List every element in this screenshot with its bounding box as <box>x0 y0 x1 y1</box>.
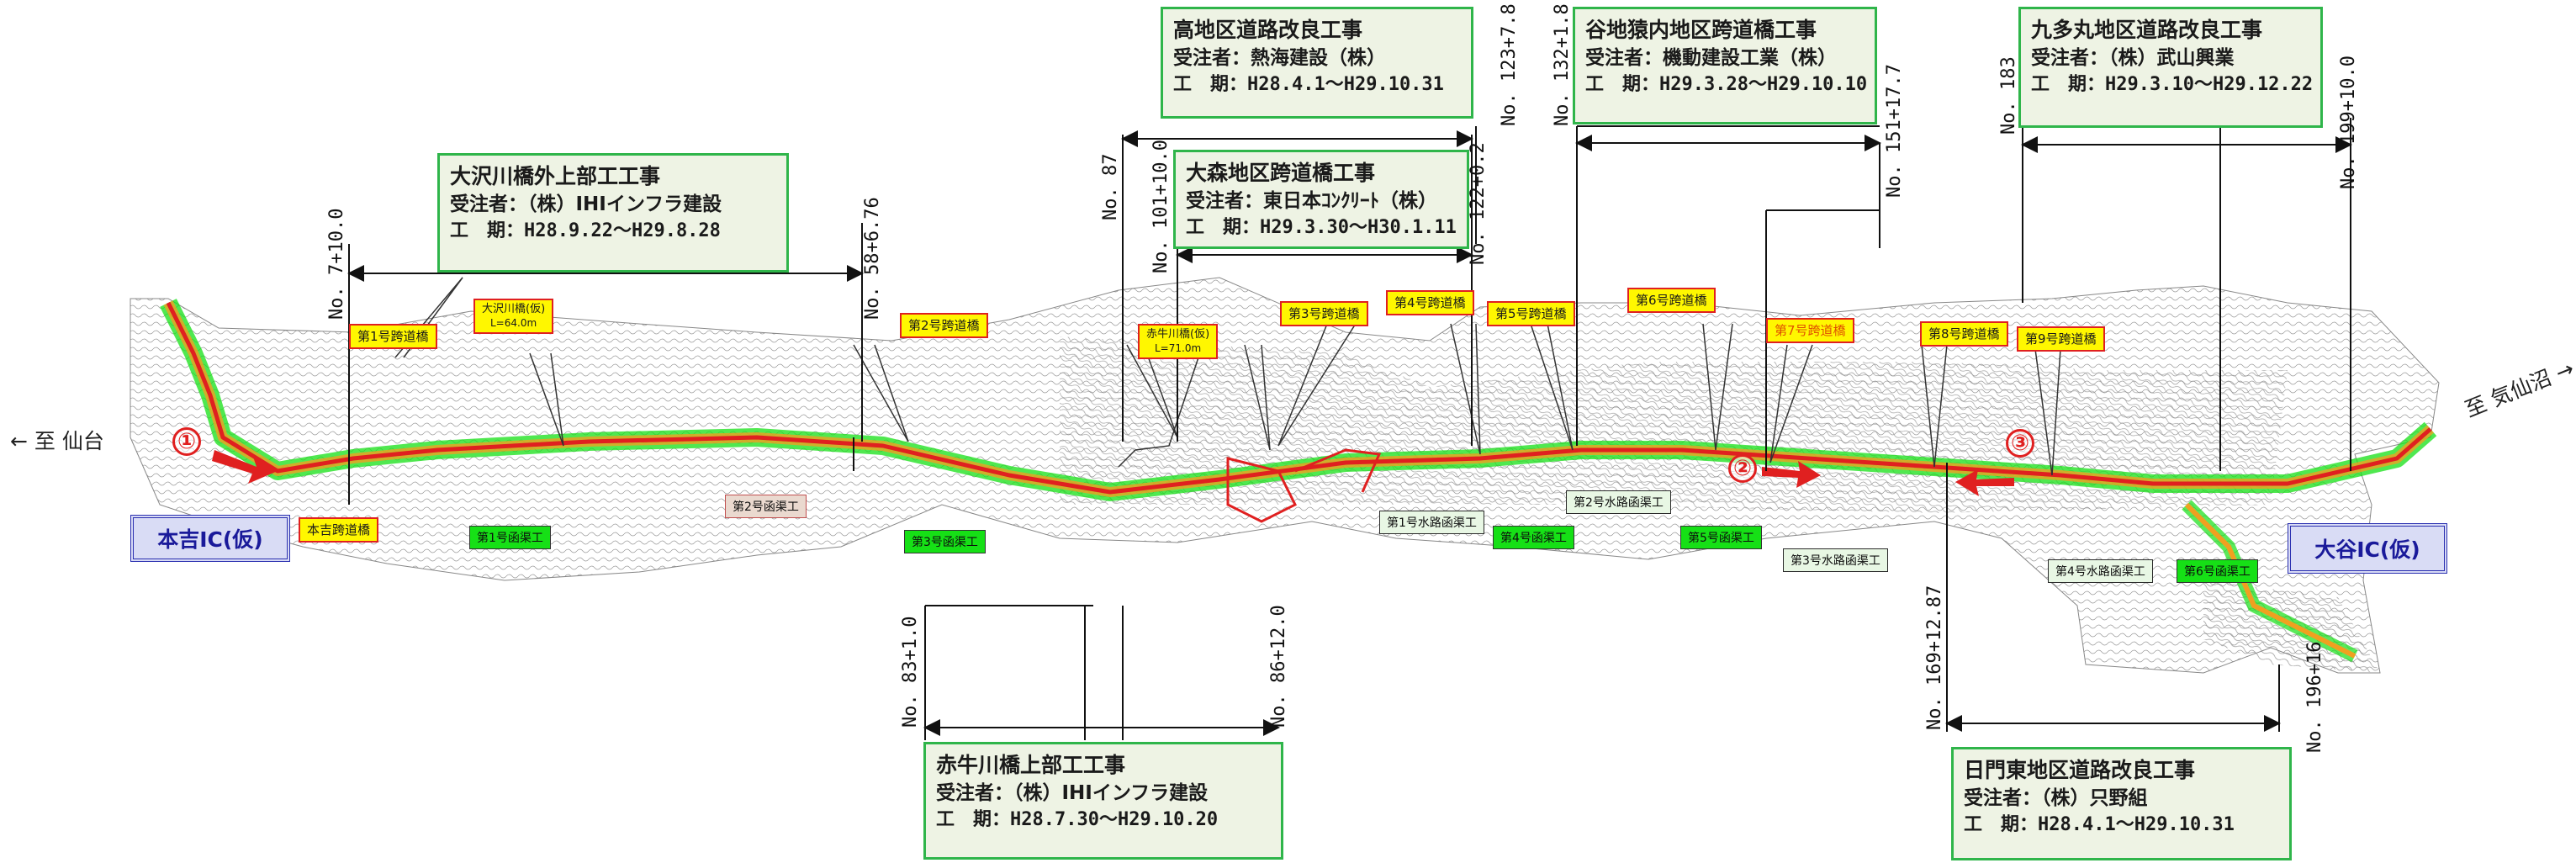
contract-title: 九多丸地区道路改良工事 <box>2031 18 2263 42</box>
bridge-callout-8: 第8号跨道橋 <box>1920 321 2008 347</box>
bridge-name: 大沢川橋(仮) <box>482 303 546 315</box>
contract-contractor: 受注者：東日本ｺﾝｸﾘｰﾄ（株） <box>1186 190 1437 212</box>
contract-box-tanichi: 谷地猿内地区跨道橋工事 受注者：機動建設工業（株） 工 期：H29.3.28～H… <box>1573 7 1877 124</box>
culvert-label-4: 第4号函渠工 <box>1493 526 1574 549</box>
station-label: No. 196+16 <box>2304 641 2325 753</box>
station-label: No. 132+1.8 <box>1552 3 1573 126</box>
contract-contractor: 受注者：熱海建設（株） <box>1173 47 1386 69</box>
extent-arrows <box>347 130 2352 736</box>
contract-period: 工 期：H29.3.10～H29.12.22 <box>2031 74 2314 95</box>
contract-title: 赤牛川橋上部工工事 <box>936 753 1126 777</box>
contract-contractor: 受注者：（株）只野組 <box>1964 787 2148 809</box>
contract-period: 工 期：H28.4.1～H29.10.31 <box>1173 74 1444 95</box>
section-marker-3: ③ <box>2006 429 2034 458</box>
station-label: No. 151+17.7 <box>1884 64 1905 198</box>
bridge-callout-4: 第4号跨道橋 <box>1386 290 1474 315</box>
waterway-culvert-label-2: 第2号水路函渠工 <box>1566 490 1671 514</box>
contract-period: 工 期：H28.9.22～H29.8.28 <box>450 220 721 241</box>
bridge-callout-6: 第6号跨道橋 <box>1627 288 1716 313</box>
contract-contractor: 受注者：機動建設工業（株） <box>1585 47 1837 69</box>
bridge-length: L=71.0m <box>1155 342 1202 354</box>
bridge-callout-motoyoshi: 本吉跨道橋 <box>299 517 379 543</box>
waterway-culvert-label-3: 第3号水路函渠工 <box>1783 548 1888 572</box>
bridge-callout-osawa: 大沢川橋(仮) L=64.0m <box>473 299 554 334</box>
bridge-name: 赤牛川橋(仮) <box>1146 328 1210 341</box>
contract-title: 高地区道路改良工事 <box>1173 18 1363 42</box>
waterway-culvert-label-1: 第1号水路函渠工 <box>1379 511 1484 534</box>
bridge-callout-9: 第9号跨道橋 <box>2017 326 2105 352</box>
leader-lines <box>394 277 2061 476</box>
destination-sendai: ← 至 仙台 <box>10 429 104 453</box>
station-label: No. 122+0.2 <box>1468 142 1489 265</box>
contract-box-akaushi: 赤牛川橋上部工工事 受注者：（株）IHIインフラ建設 工 期：H28.7.30～… <box>923 742 1283 860</box>
contract-period: 工 期：H28.7.30～H29.10.20 <box>936 809 1219 830</box>
culvert-label-1: 第1号函渠工 <box>469 526 551 549</box>
contract-box-omori: 大森地区跨道橋工事 受注者：東日本ｺﾝｸﾘｰﾄ（株） 工 期：H29.3.30～… <box>1173 150 1469 249</box>
station-label: No. 7+10.0 <box>326 208 347 320</box>
contract-title: 谷地猿内地区跨道橋工事 <box>1585 18 1817 42</box>
contract-contractor: 受注者：（株）IHIインフラ建設 <box>450 193 722 215</box>
contract-box-hikado: 日門東地区道路改良工事 受注者：（株）只野組 工 期：H28.4.1～H29.1… <box>1951 747 2292 860</box>
station-label: No. 87 <box>1100 153 1121 220</box>
contract-contractor: 受注者：（株）IHIインフラ建設 <box>936 782 1209 804</box>
direction-arrows <box>212 450 2014 496</box>
contract-box-kutamaru: 九多丸地区道路改良工事 受注者：（株）武山興業 工 期：H29.3.10～H29… <box>2018 7 2323 128</box>
waterway-culvert-label-4: 第4号水路函渠工 <box>2048 559 2153 583</box>
station-label: No. 183 <box>1998 56 2019 135</box>
contract-contractor: 受注者：（株）武山興業 <box>2031 47 2235 69</box>
bridge-callout-2: 第2号跨道橋 <box>900 313 988 338</box>
section-marker-1: ① <box>172 427 201 456</box>
interchange-motoyoshi: 本吉IC(仮) <box>130 515 290 562</box>
station-label: No. 169+12.87 <box>1924 585 1945 730</box>
bridge-callout-3: 第3号跨道橋 <box>1280 301 1368 326</box>
bridge-callout-7: 第7号跨道橋 <box>1766 318 1854 343</box>
contract-box-takachi: 高地区道路改良工事 受注者：熱海建設（株） 工 期：H28.4.1～H29.10… <box>1161 7 1473 119</box>
culvert-label-6: 第6号函渠工 <box>2177 559 2258 583</box>
interchange-oya: 大谷IC(仮) <box>2288 523 2447 574</box>
bridge-callout-akaushi: 赤牛川橋(仮) L=71.0m <box>1138 324 1219 359</box>
bridge-length: L=64.0m <box>490 317 537 329</box>
bridge-callout-1: 第1号跨道橋 <box>349 324 437 349</box>
station-label: No. 86+12.0 <box>1268 605 1289 728</box>
contract-title: 大森地区跨道橋工事 <box>1186 161 1376 185</box>
contract-box-osawa: 大沢川橋外上部工工事 受注者：（株）IHIインフラ建設 工 期：H28.9.22… <box>437 153 789 273</box>
contract-period: 工 期：H29.3.28～H29.10.10 <box>1585 74 1868 95</box>
contract-period: 工 期：H29.3.30～H30.1.11 <box>1186 217 1457 238</box>
station-label: No. 58+6.76 <box>862 197 883 320</box>
station-label: No. 83+1.0 <box>900 616 921 728</box>
station-label: No. 199+10.0 <box>2338 56 2359 189</box>
station-label: No. 123+7.8 <box>1499 3 1520 126</box>
culvert-label-5: 第5号函渠工 <box>1680 526 1762 549</box>
contract-title: 日門東地区道路改良工事 <box>1964 758 2196 782</box>
station-label: No. 101+10.0 <box>1150 140 1172 273</box>
contract-title: 大沢川橋外上部工工事 <box>450 164 661 188</box>
culvert-label-2: 第2号函渠工 <box>725 495 807 518</box>
bridge-callout-5: 第5号跨道橋 <box>1487 301 1575 326</box>
contract-period: 工 期：H28.4.1～H29.10.31 <box>1964 814 2235 835</box>
section-marker-2: ② <box>1728 454 1757 483</box>
culvert-label-3: 第3号函渠工 <box>904 530 986 553</box>
